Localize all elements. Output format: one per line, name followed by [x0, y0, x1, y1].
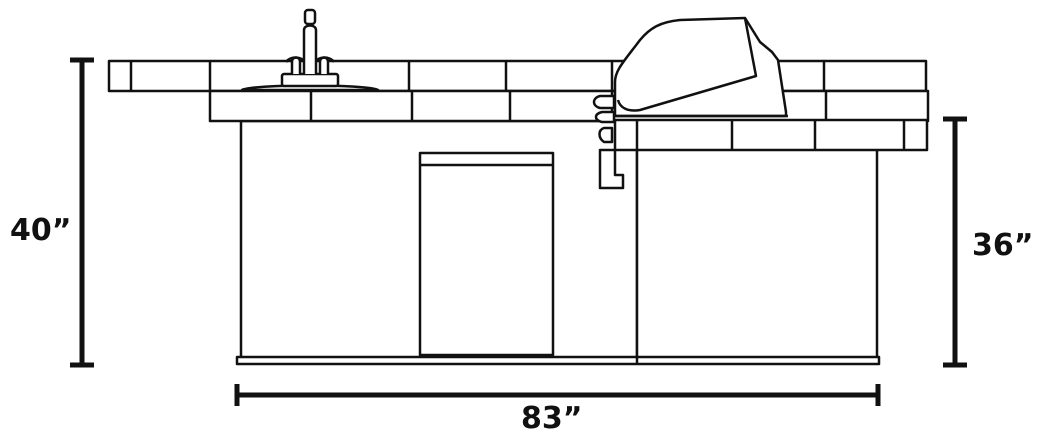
left-height-label: 40” [10, 213, 71, 248]
right-height-dimension [943, 116, 967, 368]
grill-hood [613, 16, 788, 118]
grill-counter-ledge [613, 118, 929, 152]
upper-countertop [107, 59, 928, 93]
sink-faucet [240, 8, 380, 92]
right-cabinet [635, 146, 879, 360]
width-dimension [234, 384, 881, 406]
width-label: 83” [521, 401, 582, 432]
grill-side-bracket [592, 94, 625, 190]
right-height-label: 36” [972, 228, 1033, 263]
dishwasher-panel [418, 151, 555, 357]
left-height-dimension [70, 57, 94, 368]
base-plinth [235, 355, 881, 366]
lower-countertop [208, 89, 930, 123]
